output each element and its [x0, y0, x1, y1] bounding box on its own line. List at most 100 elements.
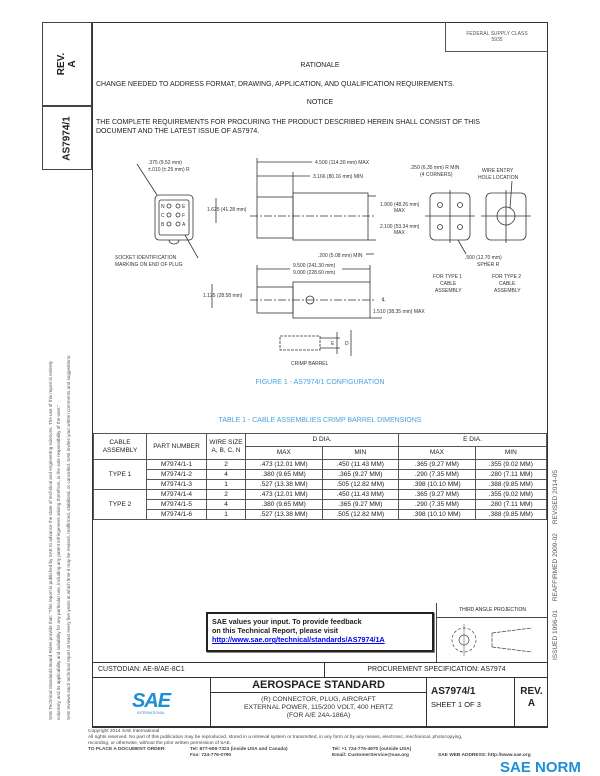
centerline-symbol: ℄ — [381, 297, 386, 303]
table-cell: .365 (9.27 MM) — [398, 489, 476, 500]
table-cell: .388 (9.85 MM) — [474, 479, 548, 490]
disclaimer-line: SAE reviews each technical report at lea… — [66, 354, 71, 720]
table-cell: .505 (12.82 MM) — [321, 509, 400, 520]
cable-assembly-type: TYPE 1 — [93, 459, 147, 490]
header-d-dia: D DIA. — [244, 433, 400, 447]
table-cell: M7974/1-3 — [146, 479, 207, 490]
type2-label: ASSEMBLY — [494, 288, 521, 294]
table-cell: 2 — [206, 459, 246, 470]
table-cell: .388 (9.85 MM) — [474, 509, 548, 520]
rights: All rights reserved. No part of this pub… — [88, 735, 463, 740]
table-cell: .527 (13.38 MM) — [245, 479, 323, 490]
phone: Tel: +1 724-776-4970 (outside USA) — [332, 747, 412, 752]
rev-side-box: REV.A — [42, 22, 92, 106]
dim-250-corners: (4 CORNERS) — [420, 172, 453, 178]
phone: Tel: 877-606-7323 (inside USA and Canada… — [190, 747, 288, 752]
header-max: MAX — [245, 446, 323, 460]
title-block-bottom — [92, 727, 548, 728]
sae-logo-text: SAE — [131, 689, 171, 712]
fax: Fax: 724-776-0790 — [190, 753, 232, 758]
dim-9000: 9.000 (228.60 mm) — [293, 270, 336, 276]
crimp-barrel-label: CRIMP BARREL — [291, 361, 329, 367]
socket-label: SOCKET IDENTIFICATION — [115, 255, 177, 261]
rev-label: REV. — [520, 686, 543, 697]
pin-label: C — [161, 213, 165, 219]
table-cell: .365 (9.27 MM) — [321, 469, 400, 480]
fsc-value: 5935 — [491, 37, 503, 43]
header-part-number: PART NUMBER — [146, 433, 207, 460]
rights: recording, or otherwise, without the pri… — [88, 741, 232, 746]
dim-tolerance: ±.010 (±.25 mm) R — [148, 167, 190, 173]
type2-label: CABLE — [499, 281, 516, 287]
document-title: (FOR A/E 24A-186A) — [286, 712, 351, 719]
dim-3166: 3.166 (80.16 mm) MIN — [313, 174, 363, 180]
revision-history: ISSUED 1996-01 REAFFIRMED 2009-02 REVISE… — [552, 469, 559, 660]
custodian-row: CUSTODIAN: AE-8/AE-8C1 PROCUREMENT SPECI… — [92, 662, 548, 678]
dim-250: .250 (6.35 mm) R MIN — [410, 165, 460, 171]
doc-number: AS7974/1 — [431, 686, 476, 697]
wire-entry-label: HOLE LOCATION — [478, 175, 519, 181]
doc-number-side: AS7974/1 — [61, 115, 73, 161]
page-frame — [92, 22, 548, 727]
pin-label: A — [182, 222, 186, 228]
table-cell: .365 (9.27 MM) — [321, 499, 400, 510]
sheet-number: SHEET 1 OF 3 — [431, 700, 481, 709]
sae-logo: SAE INTERNATIONAL — [92, 678, 211, 727]
label-d: D — [345, 341, 349, 347]
table-cell: .380 (9.65 MM) — [245, 499, 323, 510]
feedback-text: on this Technical Report, please visit — [212, 626, 339, 635]
rev-value: A — [527, 698, 536, 709]
rationale-text: CHANGE NEEDED TO ADDRESS FORMAT, DRAWING… — [96, 81, 455, 88]
notice-text: THE COMPLETE REQUIREMENTS FOR PROCURING … — [96, 119, 480, 135]
table-cell: M7974/1-4 — [146, 489, 207, 500]
custodian: CUSTODIAN: AE-8/AE-8C1 — [92, 663, 325, 677]
aerospace-standard-heading: AEROSPACE STANDARD — [211, 678, 426, 693]
table-cell: 2 — [206, 489, 246, 500]
table-cell: .380 (9.65 MM) — [245, 469, 323, 480]
dim-2100-max: MAX — [394, 230, 406, 236]
table-cell: M7974/1-5 — [146, 499, 207, 510]
pin-label: E — [182, 204, 186, 210]
table-cell: 1 — [206, 509, 246, 520]
notice-heading: NOTICE — [306, 99, 334, 106]
header-max: MAX — [398, 446, 476, 460]
web-address: SAE WEB ADDRESS: http://www.sae.org — [438, 753, 531, 758]
dim-2100: 2.100 (53.34 mm) — [380, 224, 420, 230]
pin-label: B — [161, 222, 165, 228]
feedback-text: SAE values your input. To provide feedba… — [212, 617, 362, 626]
table-cell: M7974/1-1 — [146, 459, 207, 470]
header-min: MIN — [321, 446, 400, 460]
table-cell: 1 — [206, 479, 246, 490]
rationale-heading: RATIONALE — [300, 62, 340, 69]
dim-500-spher: SPHER R — [477, 262, 500, 268]
dim-1625: 1.625 (41.28 mm) — [207, 207, 247, 213]
table-cell: .280 (7.11 MM) — [474, 469, 548, 480]
email: Email: CustomerService@sae.org — [332, 753, 409, 758]
disclaimer-line: voluntary, and its applicability and sui… — [56, 404, 61, 720]
procurement-spec: PROCUREMENT SPECIFICATION: AS7974 — [367, 666, 506, 673]
order-label: TO PLACE A DOCUMENT ORDER: — [88, 747, 166, 752]
table-cell: .290 (7.35 MM) — [398, 499, 476, 510]
feedback-link[interactable]: http://www.sae.org/technical/standards/A… — [212, 635, 385, 644]
table-cell: .505 (12.82 MM) — [321, 479, 400, 490]
dim-1900-max: MAX — [394, 208, 406, 214]
table-cell: .450 (11.43 MM) — [321, 489, 400, 500]
type2-label: FOR TYPE 2 — [492, 274, 521, 280]
wire-entry-label: WIRE ENTRY — [482, 168, 514, 174]
rev-label: REV. — [55, 52, 67, 76]
dim-375: .375 (9.52 mm) — [148, 160, 182, 166]
header-cable-assembly: CABLE ASSEMBLY — [93, 433, 147, 460]
disclaimer: SAE Technical Standards Board Rules prov… — [47, 180, 73, 720]
dim-1125: 1.125 (28.58 mm) — [203, 293, 243, 299]
dim-500: .500 (12.70 mm) — [465, 255, 502, 261]
table-cell: 4 — [206, 469, 246, 480]
rev-value: A — [66, 60, 78, 68]
feedback-box: SAE values your input. To provide feedba… — [206, 612, 434, 652]
document-title: EXTERNAL POWER, 115/200 VOLT, 400 HERTZ — [244, 704, 393, 711]
table-cell: .290 (7.35 MM) — [398, 469, 476, 480]
header-e-dia: E DIA. — [398, 433, 547, 447]
